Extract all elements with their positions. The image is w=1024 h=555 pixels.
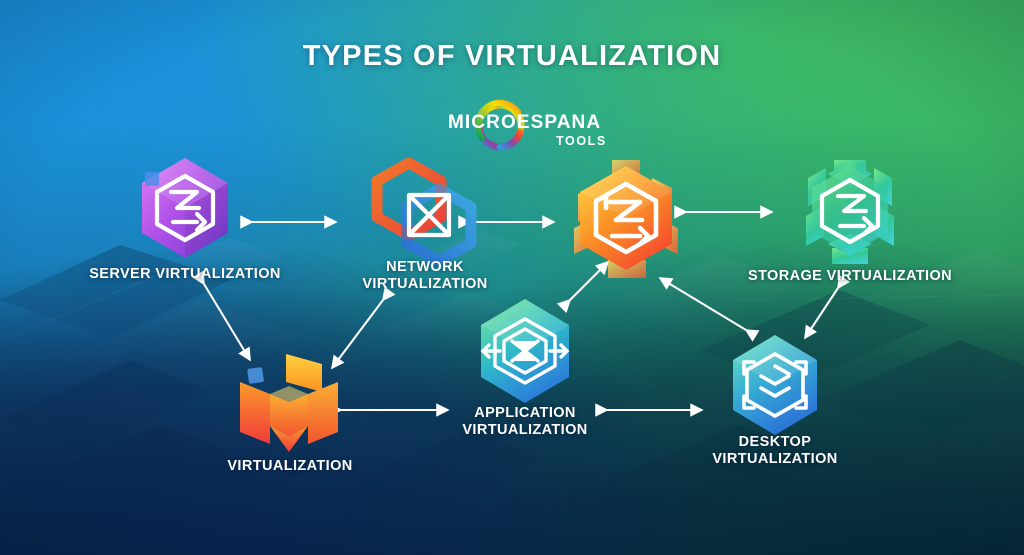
storage-virtualization-hexagon-icon: [792, 152, 908, 273]
node-storage-label: STORAGE VIRTUALIZATION: [747, 268, 953, 284]
logo-name: MICROESPANA: [448, 112, 601, 133]
brand-logo: MICROESPANA TOOLS: [444, 98, 624, 154]
virtualization-cube-icon: [230, 348, 350, 463]
logo-tagline: TOOLS: [556, 134, 607, 148]
node-application-label: APPLICATION VIRTUALIZATION: [462, 405, 588, 438]
application-virtualization-hexagon-icon: [467, 293, 583, 414]
node-server-label: SERVER VIRTUALIZATION: [89, 266, 281, 282]
node-virtualization-label: VIRTUALIZATION: [227, 458, 353, 474]
network-virtualization-hexagon-icon: [369, 155, 481, 272]
page-title: TYPES OF VIRTUALIZATION: [302, 40, 722, 72]
node-network-label: NETWORK VIRTUALIZATION: [362, 259, 488, 292]
logo-ring-icon: MICROESPANA TOOLS: [448, 99, 607, 151]
server-virtualization-hexagon-icon: [127, 150, 243, 271]
node-desktop-label: DESKTOP VIRTUALIZATION: [712, 434, 838, 467]
core-virtualization-hexagon-icon: [560, 152, 692, 289]
desktop-virtualization-hexagon-icon: [720, 330, 830, 445]
